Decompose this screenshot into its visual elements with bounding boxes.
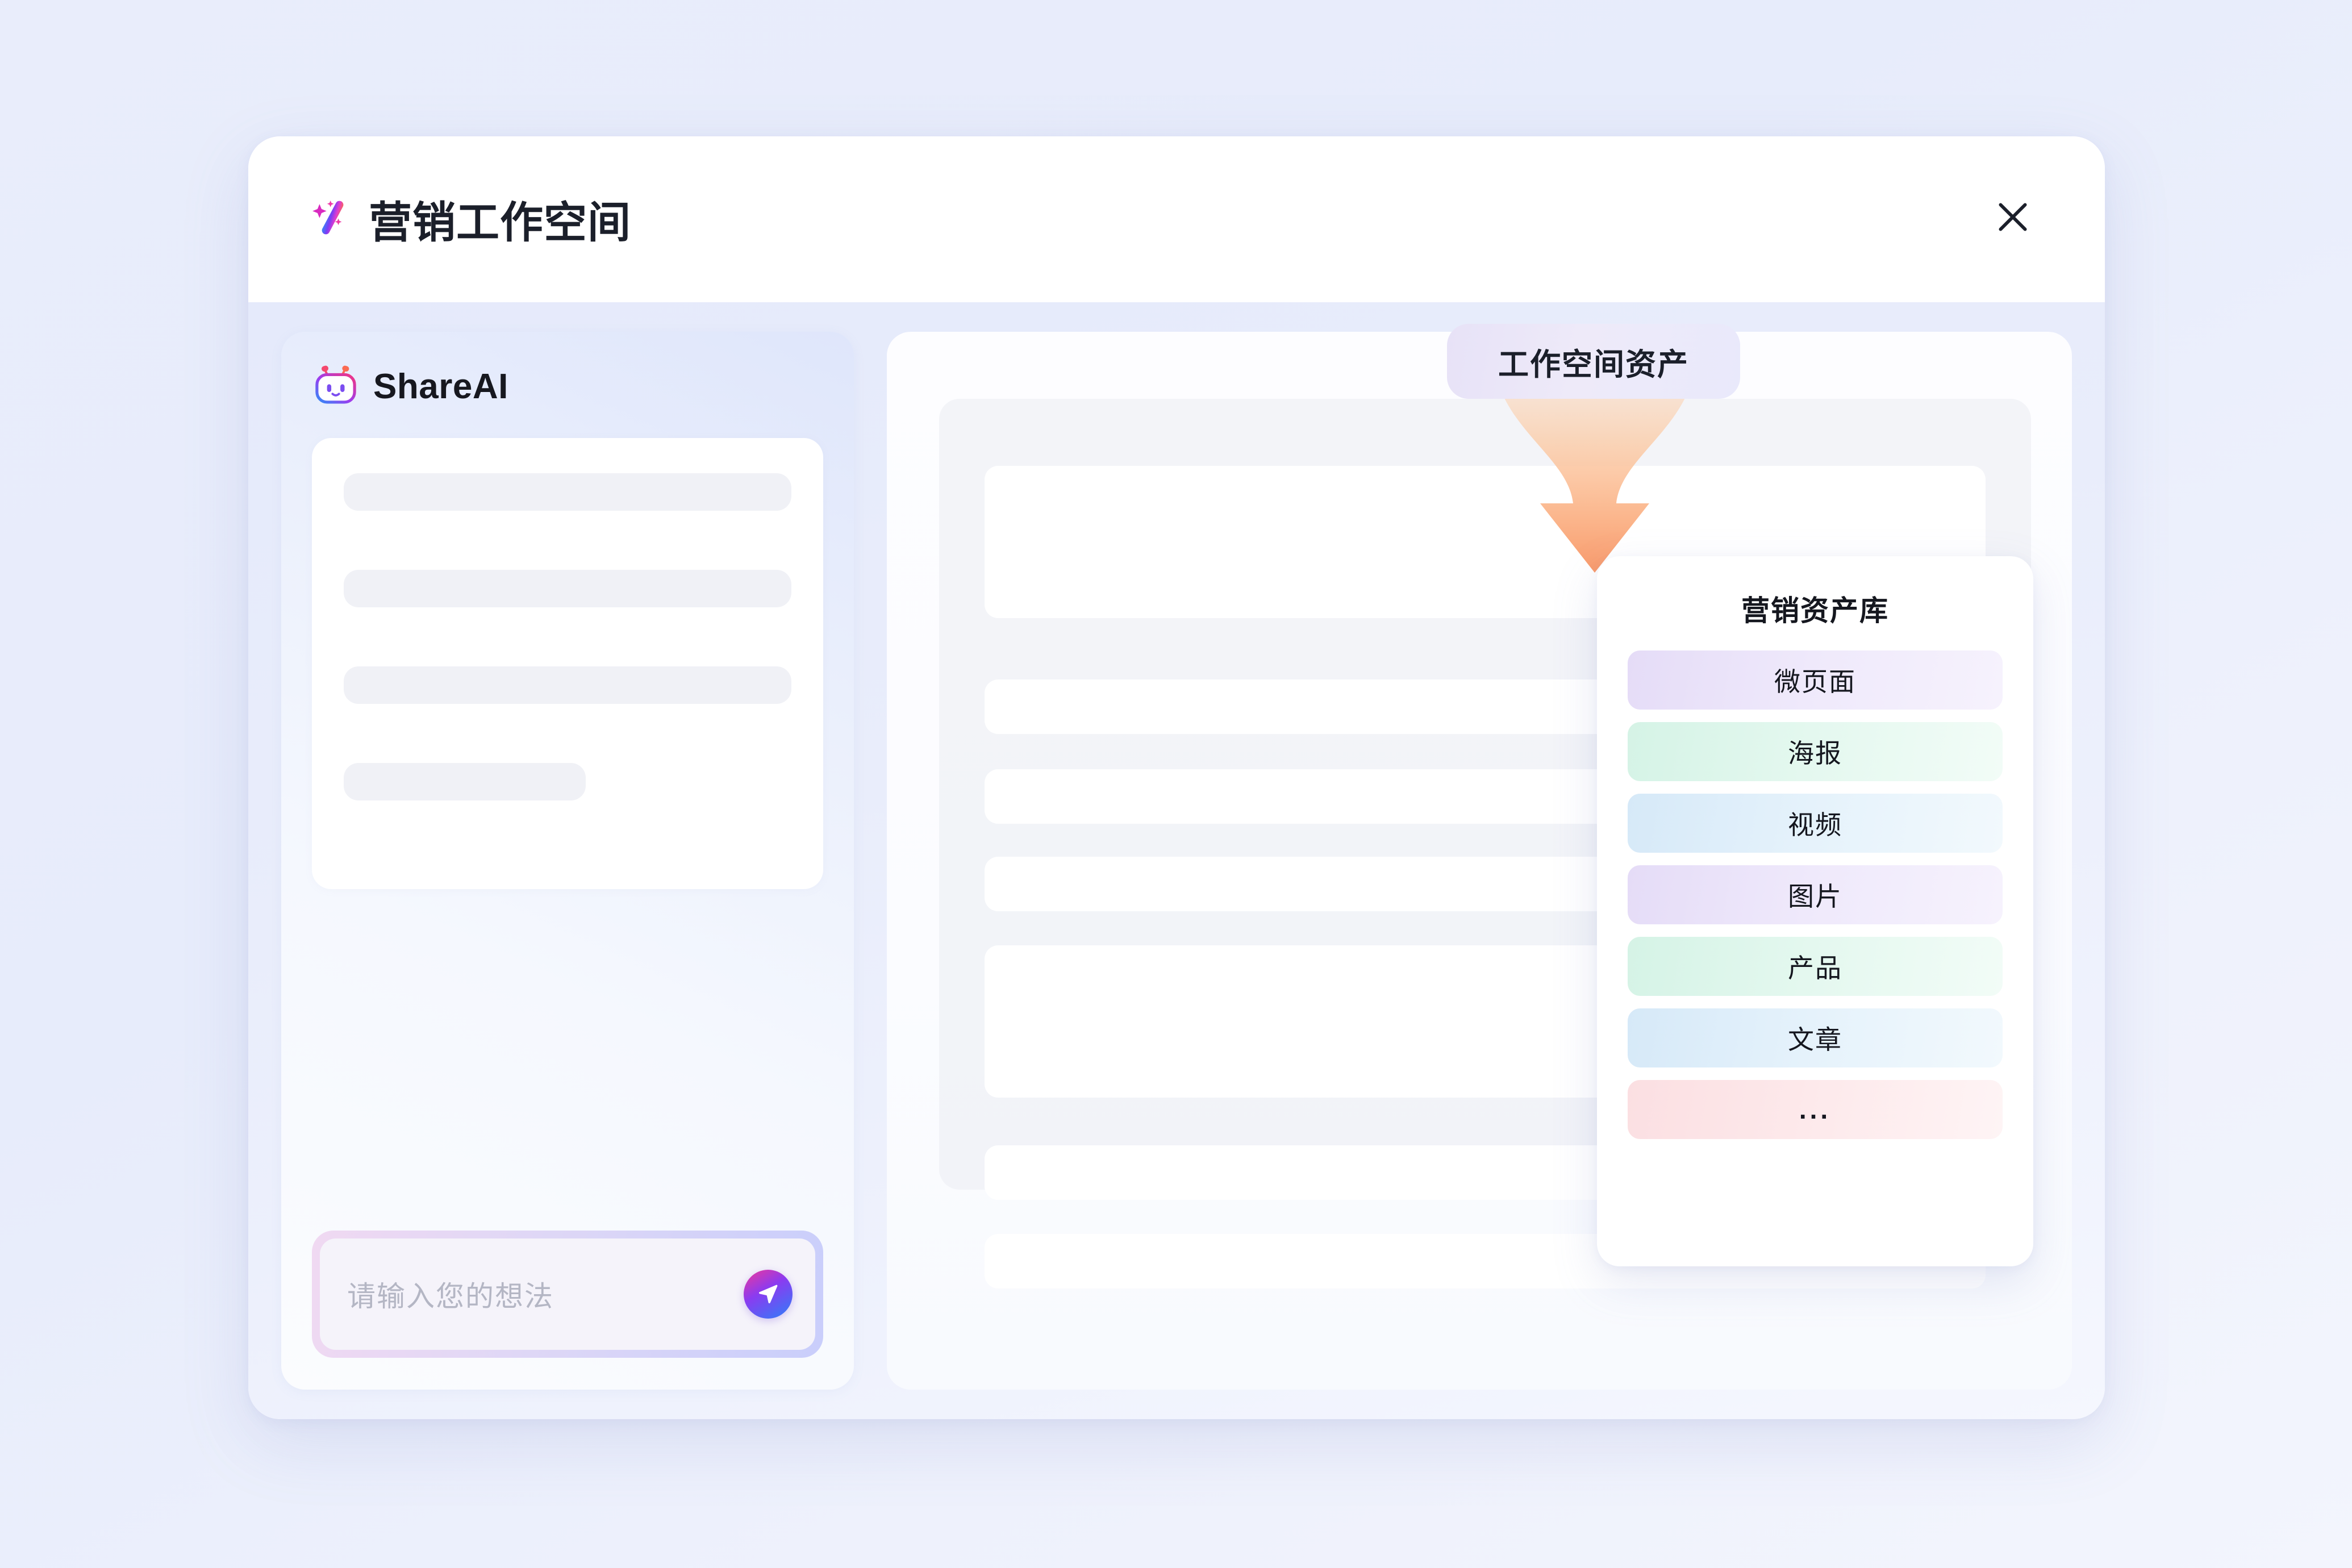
workspace-assets-badge[interactable]: 工作空间资产 — [1447, 324, 1740, 399]
asset-item-image[interactable]: 图片 — [1628, 865, 2003, 924]
brand: 营销工作空间 — [311, 187, 631, 250]
assistant-panel: ShareAI 请输入您的想法 — [281, 332, 854, 1390]
asset-item-label: 图片 — [1788, 882, 1842, 911]
assistant-message-card — [312, 438, 823, 889]
asset-item-label: 海报 — [1788, 739, 1842, 768]
assistant-brand: ShareAI — [312, 361, 823, 412]
asset-item-poster[interactable]: 海报 — [1628, 722, 2003, 781]
asset-item-label: 产品 — [1788, 953, 1842, 983]
marketing-asset-library-popup: 营销资产库 微页面 海报 视频 图片 产品 — [1597, 556, 2033, 1266]
asset-item-label: ... — [1799, 1095, 1832, 1124]
asset-library-list: 微页面 海报 视频 图片 产品 文章 — [1628, 650, 2003, 1139]
asset-item-more[interactable]: ... — [1628, 1080, 2003, 1139]
asset-item-product[interactable]: 产品 — [1628, 937, 2003, 996]
marketing-workspace-modal: 营销工作空间 — [248, 136, 2105, 1419]
asset-item-label: 视频 — [1788, 810, 1842, 840]
composer: 请输入您的想法 — [312, 1231, 823, 1358]
modal-body: ShareAI 请输入您的想法 — [248, 302, 2105, 1419]
skeleton-line — [344, 570, 791, 607]
skeleton-line — [344, 666, 791, 704]
funnel-down-arrow-icon — [1492, 375, 1697, 585]
send-paper-plane-icon — [755, 1280, 781, 1309]
asset-item-label: 文章 — [1788, 1025, 1842, 1054]
prompt-input-placeholder[interactable]: 请输入您的想法 — [347, 1281, 554, 1312]
assistant-name: ShareAI — [373, 367, 508, 406]
send-button[interactable] — [744, 1270, 793, 1319]
composer-input-wrap[interactable]: 请输入您的想法 — [320, 1238, 815, 1350]
page-title: 营销工作空间 — [369, 199, 631, 247]
skeleton-line — [344, 473, 791, 511]
asset-item-label: 微页面 — [1774, 667, 1856, 697]
asset-library-title: 营销资产库 — [1741, 595, 1889, 627]
modal-header: 营销工作空间 — [248, 136, 2105, 302]
close-x-icon — [1992, 196, 2034, 241]
workspace-assets-badge-label: 工作空间资产 — [1498, 347, 1689, 382]
workspace-panel: 营销资产库 微页面 海报 视频 图片 产品 — [887, 332, 2072, 1390]
skeleton-line — [344, 763, 586, 800]
robot-face-icon — [312, 361, 360, 412]
magic-wand-sparkle-icon — [311, 197, 353, 241]
asset-item-micro-page[interactable]: 微页面 — [1628, 650, 2003, 710]
close-button[interactable] — [1983, 189, 2042, 248]
asset-item-article[interactable]: 文章 — [1628, 1008, 2003, 1067]
asset-item-video[interactable]: 视频 — [1628, 794, 2003, 853]
